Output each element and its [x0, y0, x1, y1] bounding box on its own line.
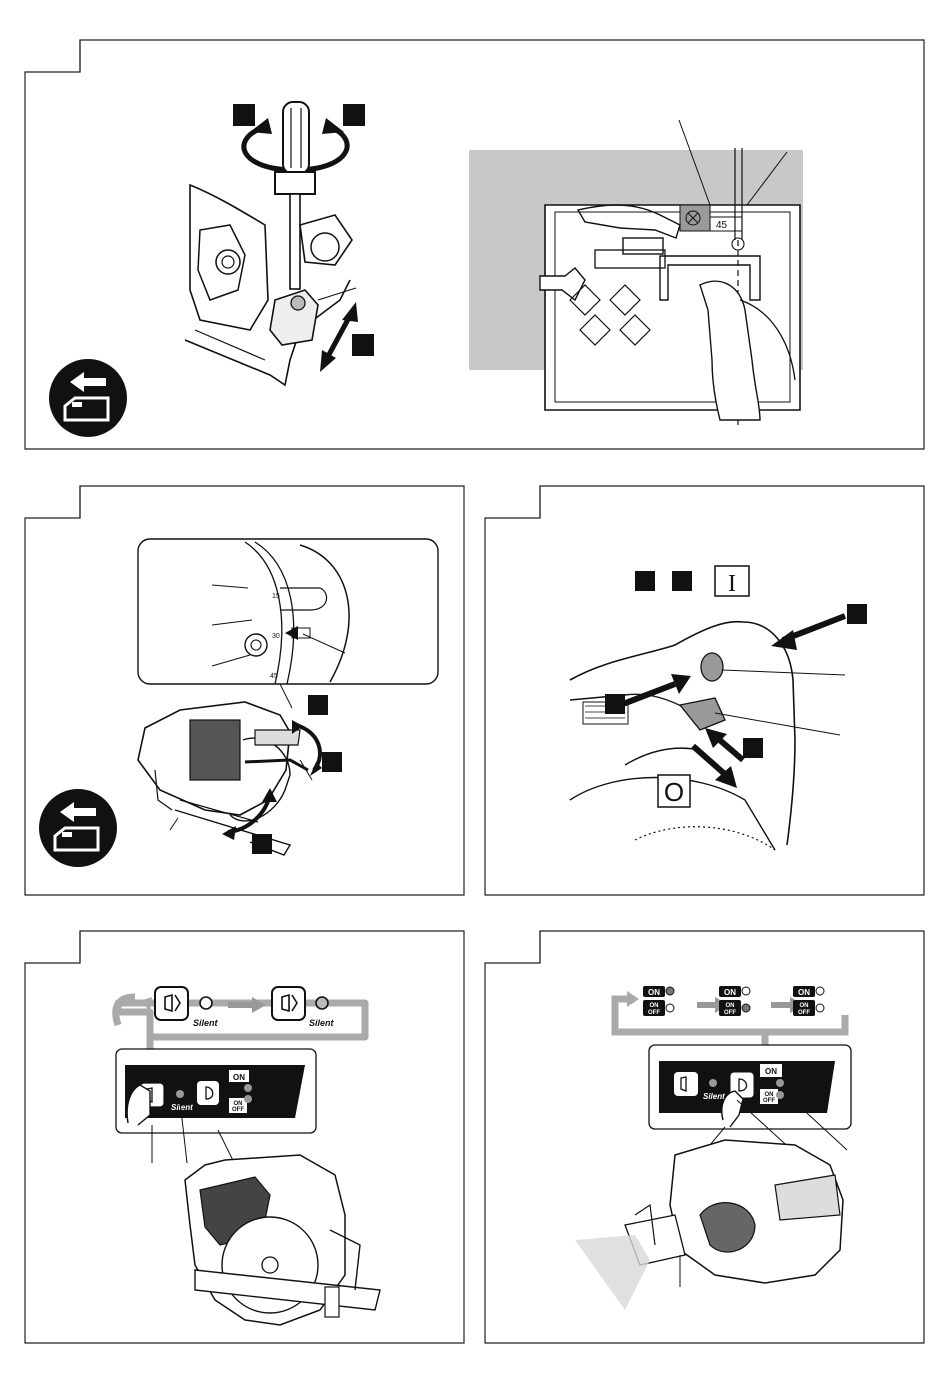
silent-label-a: Silent	[193, 1018, 219, 1028]
panel-onoff-bottom: OFF	[763, 1098, 775, 1104]
state1-on-label: ON	[648, 988, 660, 997]
svg-text:30: 30	[272, 633, 280, 640]
scale-marking-text: 45	[716, 220, 728, 231]
panel-on-label: ON	[765, 1067, 777, 1076]
led-light-illustration: ON ON OFF ON ON OFF ON ON OFF Silent ON	[475, 915, 950, 1355]
state2-on-label: ON	[724, 988, 736, 997]
panel-silent-label: Silent	[703, 1092, 725, 1101]
guide-plate-top-view: 45	[0, 0, 950, 460]
state1-onoff-bottom: OFF	[648, 1010, 660, 1016]
figure-panel-1: 45	[0, 0, 950, 460]
figure-panel-5: ON ON OFF ON ON OFF ON ON OFF Silent ON	[475, 915, 950, 1355]
svg-text:15: 15	[272, 593, 280, 600]
silent-label-b: Silent	[309, 1018, 335, 1028]
silent-label-panel: Silent	[171, 1103, 193, 1112]
figure-panel-2: 15 30 45	[0, 470, 475, 900]
switch-off-symbol: O	[664, 777, 684, 807]
battery-remove-icon	[38, 788, 118, 868]
state1-onoff-top: ON	[650, 1003, 659, 1009]
state2-onoff-top: ON	[726, 1003, 735, 1009]
state3-onoff-top: ON	[800, 1003, 809, 1009]
figure-panel-3: I O	[475, 470, 950, 900]
state3-onoff-bottom: OFF	[798, 1010, 810, 1016]
onoff-label-bottom: OFF	[232, 1107, 244, 1113]
on-label: ON	[233, 1073, 245, 1082]
silent-mode-illustration: Silent Silent Silent ON ON OFF	[0, 915, 475, 1355]
switch-operation-illustration: I O	[475, 470, 950, 900]
figure-panel-4: Silent Silent Silent ON ON OFF	[0, 915, 475, 1355]
state3-on-label: ON	[798, 988, 810, 997]
switch-on-symbol: I	[728, 571, 736, 597]
svg-text:45: 45	[270, 673, 278, 680]
state2-onoff-bottom: OFF	[724, 1010, 736, 1016]
